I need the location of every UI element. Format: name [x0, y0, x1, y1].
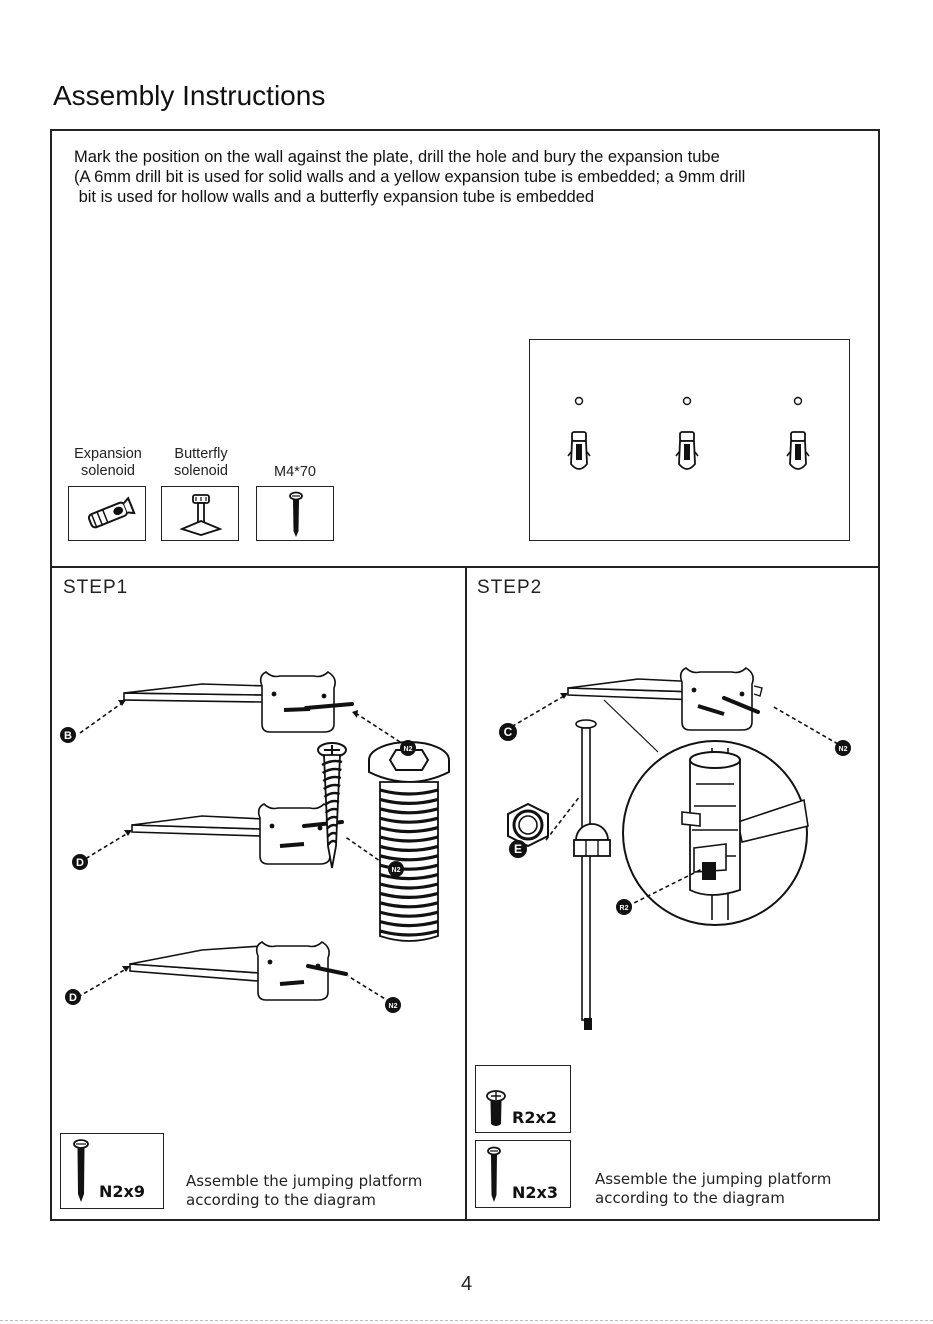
drill-hole [682, 396, 692, 406]
step2-kit-label-n2: N2x3 [512, 1183, 558, 1202]
step1-kit-box: N2x9 [60, 1133, 164, 1209]
step2-tag-r2: R2 [616, 899, 632, 915]
page-number: 4 [460, 1273, 473, 1295]
drill-hole [793, 396, 803, 406]
step2-marker-e: E [509, 840, 527, 858]
page-title: Assembly Instructions [53, 80, 326, 111]
screw-r2-icon [486, 1090, 506, 1126]
part-box-expansion [68, 486, 146, 541]
expansion-solenoid-icon [87, 496, 136, 529]
step2-diagram [505, 666, 839, 1030]
svg-text:C: C [504, 725, 513, 739]
footer-line [0, 1320, 933, 1321]
wall-anchor-icon [567, 431, 591, 470]
svg-text:N2: N2 [839, 746, 848, 753]
step2-title: STEP2 [477, 577, 543, 598]
step1-tag-n2: N2 [400, 740, 416, 756]
svg-text:N2: N2 [389, 1003, 398, 1010]
svg-text:N2: N2 [392, 867, 401, 874]
svg-text:E: E [514, 842, 522, 856]
screw-m4-70-icon [289, 491, 303, 537]
step1-diagram [77, 670, 450, 1003]
step1-tag-n2: N2 [385, 997, 401, 1013]
wall-anchor-diagram [567, 396, 810, 470]
svg-text:D: D [76, 857, 84, 869]
step2-kit-box-r2: R2x2 [475, 1065, 571, 1133]
intro-line: Mark the position on the wall against th… [74, 148, 720, 166]
intro-text: Mark the position on the wall against th… [74, 147, 864, 207]
step1-title: STEP1 [63, 577, 129, 598]
step2-kit-box-n2: N2x3 [475, 1140, 571, 1208]
part-label-screw: M4*70 [274, 464, 316, 480]
part-box-screw [256, 486, 334, 541]
part-box-butterfly [161, 486, 239, 541]
wall-anchor-icon [786, 431, 810, 470]
drill-hole [574, 396, 584, 406]
wall-anchor-icon [675, 431, 699, 470]
step1-caption: Assemble the jumping platform according … [186, 1172, 423, 1209]
svg-text:N2: N2 [404, 746, 413, 753]
step2-caption: Assemble the jumping platform according … [595, 1170, 832, 1207]
screw-n2-icon [73, 1139, 89, 1202]
section-divider-vertical [465, 567, 467, 1221]
butterfly-solenoid-icon [179, 494, 223, 536]
step2-tag-n2: N2 [835, 740, 851, 756]
step1-marker-d1: D [72, 854, 88, 870]
svg-text:R2: R2 [620, 905, 629, 912]
step1-kit-label: N2x9 [99, 1182, 145, 1201]
step2-kit-label-r2: R2x2 [512, 1108, 557, 1127]
intro-line: bit is used for hollow walls and a butte… [74, 188, 595, 206]
wall-plate-diagram [529, 339, 850, 541]
svg-text:B: B [64, 730, 72, 742]
step2-marker-c: C [499, 723, 517, 741]
svg-text:D: D [69, 992, 77, 1004]
step1-marker-b: B [60, 727, 76, 743]
step1-tag-n2: N2 [388, 861, 404, 877]
screw-n2-icon [487, 1146, 501, 1202]
step1-marker-d2: D [65, 989, 81, 1005]
intro-line: (A 6mm drill bit is used for solid walls… [74, 168, 746, 186]
